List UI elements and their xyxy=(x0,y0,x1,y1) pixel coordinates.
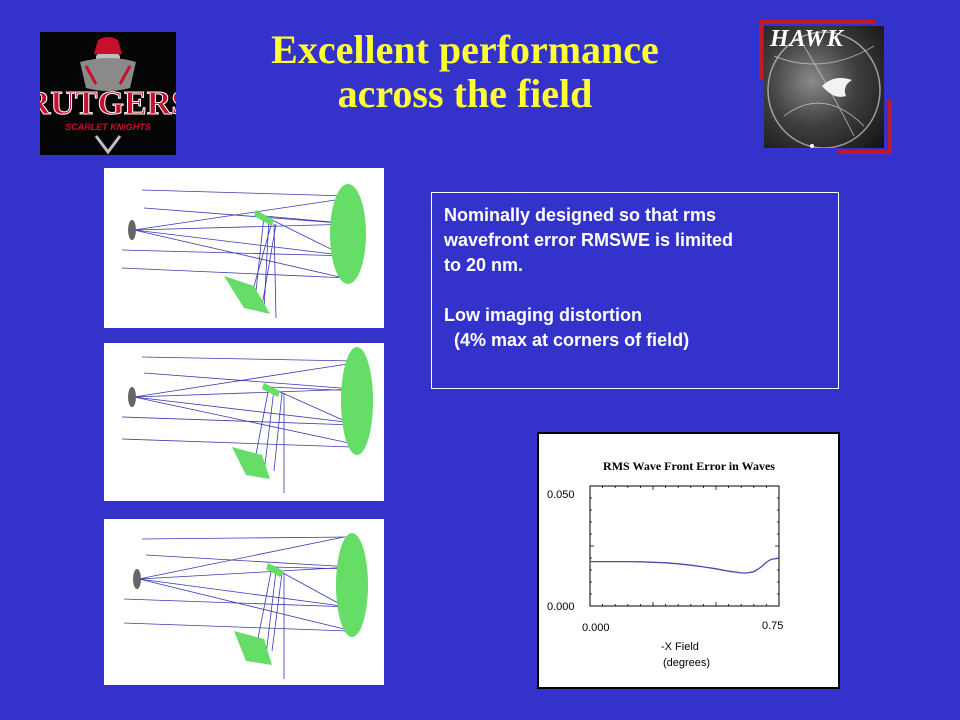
hawk-sphere-image xyxy=(767,31,881,148)
hawk-frame-bottom xyxy=(838,100,892,154)
rutgers-logo: RUTGERS SCARLET KNIGHTS xyxy=(40,32,176,155)
rutgers-knight-emblem: RUTGERS SCARLET KNIGHTS xyxy=(40,37,176,155)
chart-ticks xyxy=(589,485,780,607)
chart-plot-area xyxy=(589,485,780,607)
chart-series-line xyxy=(590,557,780,574)
y-tick-min: 0.000 xyxy=(547,601,575,613)
x-tick-min: 0.000 xyxy=(582,622,610,634)
x-tick-max: 0.75 xyxy=(762,620,783,632)
notes-box: Nominally designed so that rms wavefront… xyxy=(431,192,839,389)
optics-panel-bottom xyxy=(104,519,384,685)
hawk-logo: HAWK xyxy=(764,26,884,148)
title-line-2: across the field xyxy=(337,71,593,116)
rms-chart: RMS Wave Front Error in Waves 0.050 0.00… xyxy=(537,432,840,689)
optics-panel-middle xyxy=(104,343,384,501)
title-line-1: Excellent performance xyxy=(271,27,659,72)
optical-ray-diagram xyxy=(121,184,366,319)
slide-title: Excellent performance across the field xyxy=(220,28,710,116)
y-tick-max: 0.050 xyxy=(547,489,575,501)
rms-chart-plot: RMS Wave Front Error in Waves 0.050 0.00… xyxy=(547,459,783,669)
x-axis-label-line1: -X Field xyxy=(661,641,699,653)
x-axis-label-line2: (degrees) xyxy=(663,657,710,669)
optics-panel-top xyxy=(104,168,384,328)
hawk-frame-top xyxy=(759,20,875,80)
rutgers-wordmark: RUTGERS xyxy=(40,85,176,122)
bullet-design-goal: Nominally designed so that rms wavefront… xyxy=(444,205,734,275)
optical-ray-diagram xyxy=(121,347,373,493)
optical-ray-diagram xyxy=(123,533,368,679)
chart-title: RMS Wave Front Error in Waves xyxy=(603,459,775,473)
hawk-label: HAWK xyxy=(770,26,844,52)
rutgers-subtitle: SCARLET KNIGHTS xyxy=(65,122,151,132)
bullet-distortion: Low imaging distortion (4% max at corner… xyxy=(444,305,690,350)
